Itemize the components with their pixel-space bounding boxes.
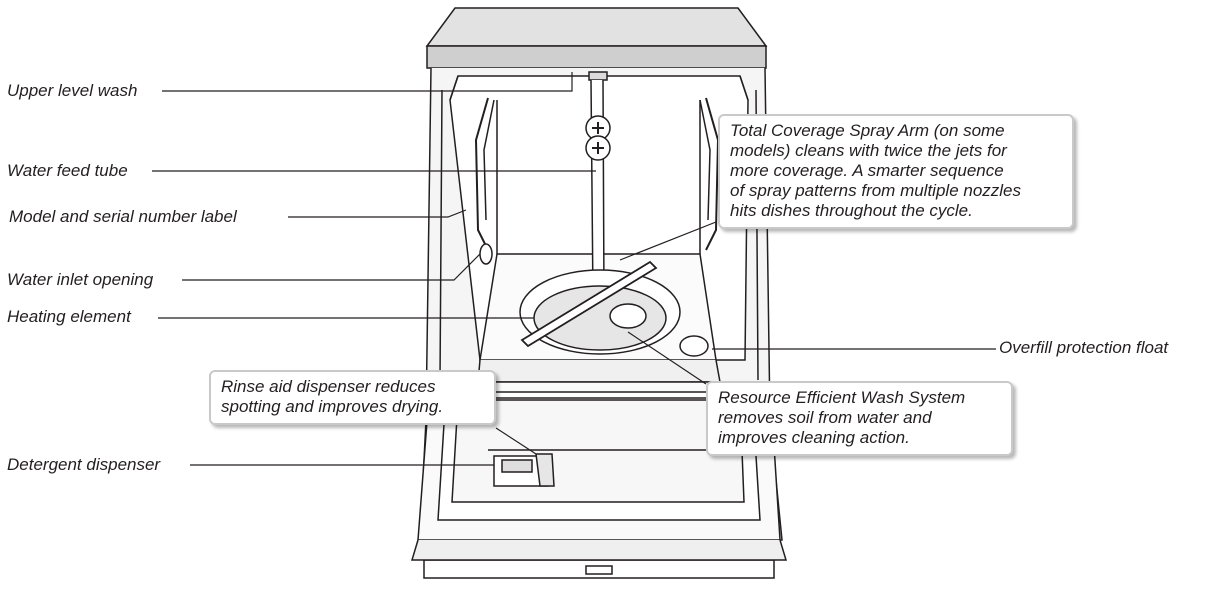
water-inlet-icon — [479, 243, 493, 265]
spray-arm-text-line: more coverage. A smarter sequence — [730, 161, 1004, 180]
spray-arm-callout: Total Coverage Spray Arm (on some models… — [718, 114, 1074, 229]
leader-water-inlet-opening — [182, 253, 481, 281]
open-door — [410, 381, 788, 579]
rinse-aid-callout: Rinse aid dispenser reduces spotting and… — [209, 370, 496, 425]
wash-system-text-line: Resource Efficient Wash System — [718, 388, 966, 407]
wash-system-text-line: improves cleaning action. — [718, 428, 910, 447]
leader-rinse-aid — [495, 427, 537, 455]
wash-system-callout: Resource Efficient Wash System removes s… — [706, 381, 1013, 456]
spray-arm-text-line: models) cleans with twice the jets for — [730, 141, 1007, 160]
upper-level-wash-label: Upper level wash — [7, 81, 138, 100]
water-inlet-opening-label: Water inlet opening — [7, 270, 154, 289]
left-rack-rail — [474, 97, 495, 251]
spray-arm-text-line: Total Coverage Spray Arm (on some — [730, 121, 1005, 140]
wash-system — [519, 260, 709, 357]
spray-arm-text-line: hits dishes throughout the cycle. — [730, 201, 973, 220]
model-serial-label: Model and serial number label — [9, 207, 237, 226]
rinse-aid-text-line: spotting and improves drying. — [221, 397, 444, 416]
top-lid — [425, 7, 768, 69]
right-rack-rail — [699, 97, 720, 251]
leader-wash-system — [627, 331, 707, 385]
overfill-protection-float-label: Overfill protection float — [999, 338, 1169, 357]
detergent-dispenser-icon — [493, 453, 555, 487]
leader-spray-arm — [619, 221, 717, 261]
leader-upper-level-wash — [162, 72, 573, 92]
wash-system-text-line: removes soil from water and — [718, 408, 932, 427]
detergent-dispenser-label: Detergent dispenser — [7, 455, 161, 474]
leader-lines — [152, 72, 996, 466]
spray-arm-text-line: of spray patterns from multiple nozzles — [730, 181, 1022, 200]
heating-element-label: Heating element — [7, 307, 131, 326]
rinse-aid-text-line: Rinse aid dispenser reduces — [221, 377, 436, 396]
leader-model-serial-label — [288, 209, 467, 218]
water-feed-tube-label: Water feed tube — [7, 161, 128, 180]
